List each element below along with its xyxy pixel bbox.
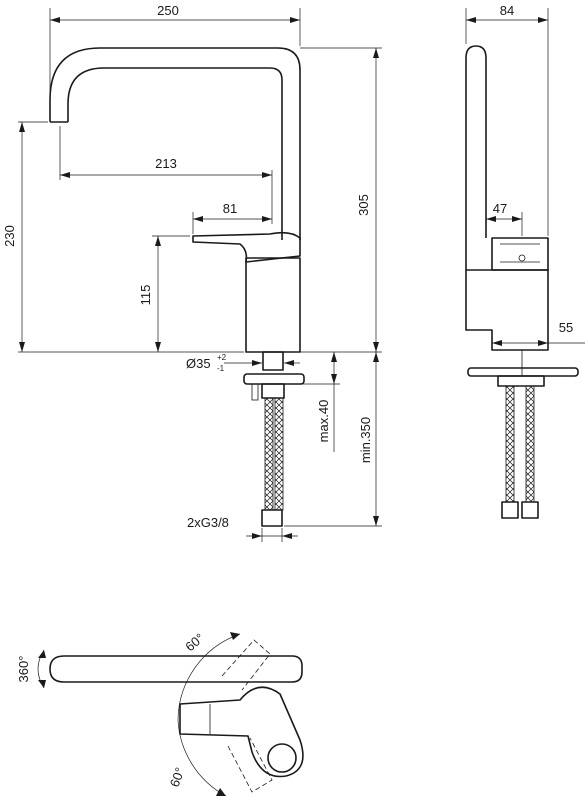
dim-lever: 47 xyxy=(493,201,507,216)
shank xyxy=(262,351,284,371)
side-hose-right xyxy=(525,385,535,503)
body xyxy=(245,257,301,353)
side-lever xyxy=(491,237,549,271)
dim-hole-tol-plus: +2 xyxy=(217,353,227,362)
top-view: 60° 60° 360° xyxy=(16,630,304,797)
dim-hole-tol-minus: -1 xyxy=(217,364,225,373)
nut xyxy=(261,383,285,399)
rotation-label: 360° xyxy=(16,656,31,683)
angle-bottom: 60° xyxy=(167,765,188,789)
hose-fitting xyxy=(261,509,283,527)
dim-base: 55 xyxy=(559,320,573,335)
dim-spout-reach: 213 xyxy=(155,156,177,171)
side-hose-left xyxy=(505,385,515,503)
threaded-rod xyxy=(251,383,259,401)
spout-outline xyxy=(49,47,301,240)
side-view: 84 47 55 xyxy=(465,3,585,519)
top-aerator xyxy=(267,743,297,773)
side-deck-plate xyxy=(467,367,579,377)
dim-total-height: 305 xyxy=(356,194,371,216)
dim-min-hose: min.350 xyxy=(358,417,373,463)
dim-connection: 2xG3/8 xyxy=(187,515,229,530)
top-body xyxy=(179,686,304,778)
side-body xyxy=(465,269,549,351)
lever-swing-lower xyxy=(227,737,273,793)
lever xyxy=(192,231,301,263)
dim-spout-height: 230 xyxy=(2,225,17,247)
hose-left xyxy=(264,397,274,511)
dim-depth: 84 xyxy=(500,3,514,18)
dim-lever-reach: 81 xyxy=(223,201,237,216)
top-spout xyxy=(49,655,303,683)
front-view: 250 213 81 230 305 115 xyxy=(2,3,382,542)
dim-hole-prefix: Ø35 xyxy=(186,356,211,371)
dim-max-deck: max.40 xyxy=(316,400,331,443)
side-spout xyxy=(465,45,487,270)
lever-swing-upper xyxy=(221,639,271,691)
dim-body-height: 115 xyxy=(138,285,153,306)
dim-width: 250 xyxy=(157,3,179,18)
hose-right xyxy=(274,397,284,511)
deck-plate xyxy=(243,373,305,385)
angle-top: 60° xyxy=(182,630,207,654)
